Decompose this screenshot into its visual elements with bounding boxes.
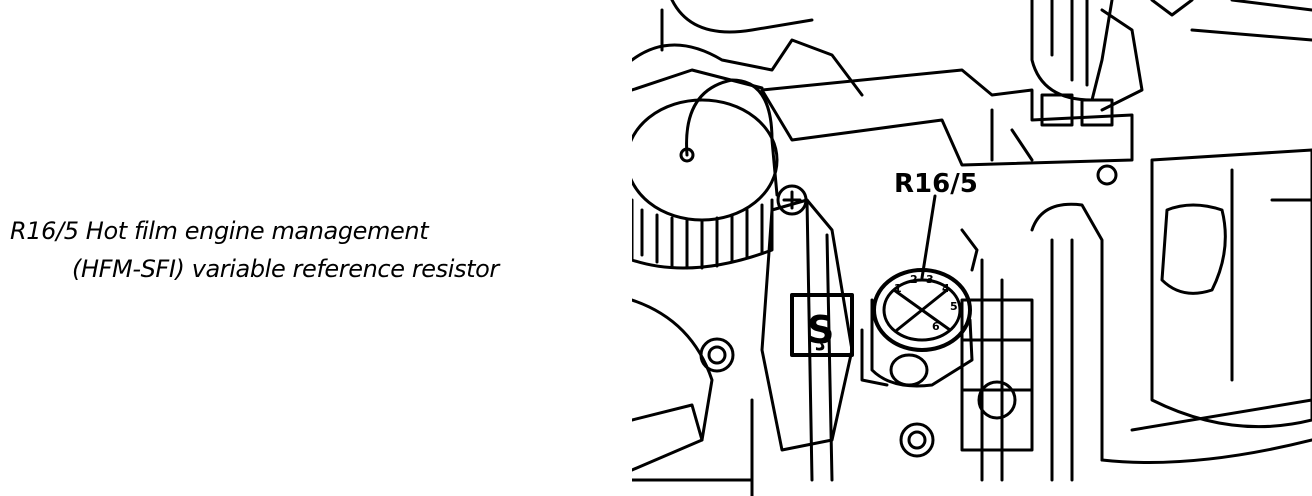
dial-number: 1 xyxy=(894,282,902,295)
dial-number: 2 xyxy=(910,273,918,286)
coolant-reservoir xyxy=(1150,148,1312,429)
engine-bay-illustration: Ş 1 2 3 4 5 6 R16/5 xyxy=(632,0,1312,496)
callout-label: R16/5 xyxy=(894,169,978,199)
dial-number: 4 xyxy=(942,282,950,295)
callout-leader-line xyxy=(920,194,937,280)
center-hoses xyxy=(960,202,1104,482)
bracket-panel xyxy=(760,68,1134,167)
variable-reference-resistor xyxy=(860,268,974,388)
upper-right-hose xyxy=(1030,0,1312,112)
fuse-box-symbol: Ş xyxy=(807,308,834,352)
dial-number: 3 xyxy=(926,273,934,286)
dial-number: 6 xyxy=(932,320,940,333)
air-filter-housing xyxy=(632,78,779,270)
lower-left-tray xyxy=(632,298,754,496)
caption-line-2: (HFM-SFI) variable reference resistor xyxy=(72,255,499,283)
dial-number: 5 xyxy=(950,300,958,313)
connector-block xyxy=(760,184,854,482)
component-caption: R16/5 Hot film engine management (HFM-SF… xyxy=(10,212,620,288)
lower-right-lines xyxy=(1100,398,1312,464)
upper-left-housing xyxy=(632,0,864,97)
caption-line-1: R16/5 Hot film engine management xyxy=(10,217,429,245)
